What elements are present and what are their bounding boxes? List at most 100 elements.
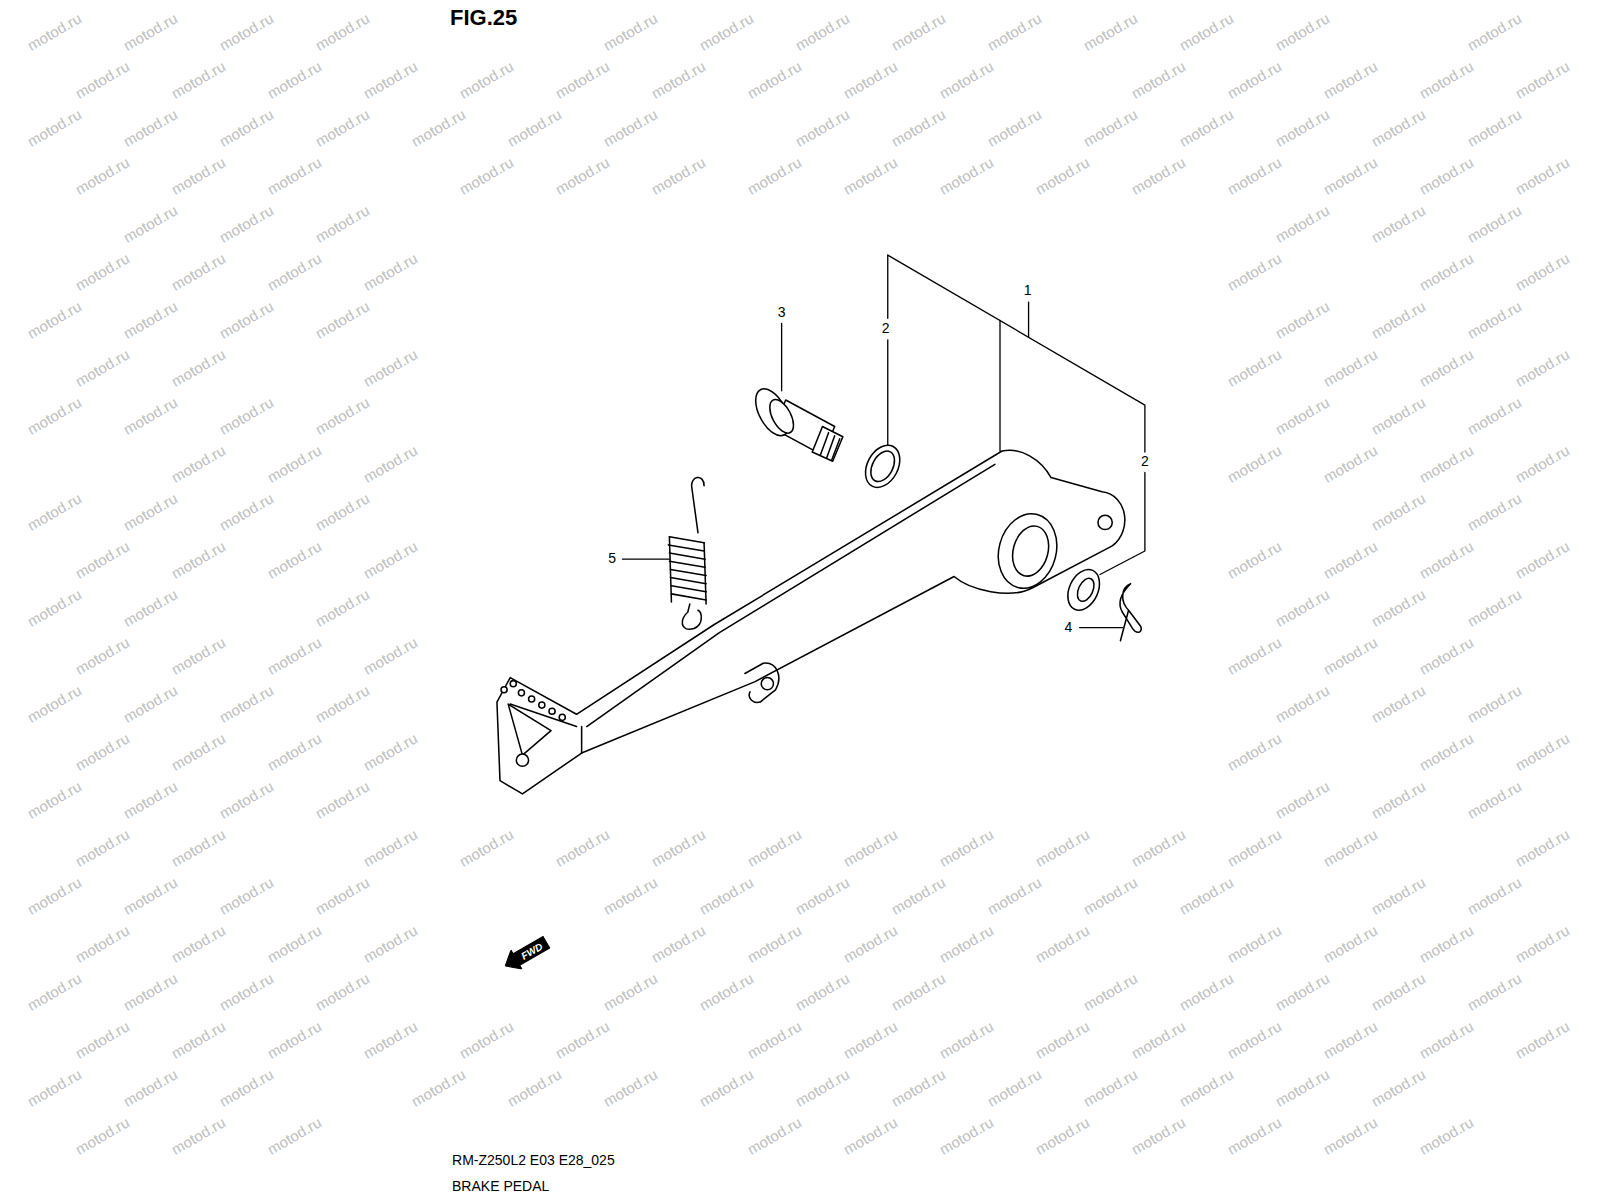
watermark: motod.ru xyxy=(1513,58,1573,102)
watermark: motod.ru xyxy=(169,634,229,678)
watermark: motod.ru xyxy=(889,874,949,918)
watermark: motod.ru xyxy=(1465,586,1525,630)
watermark: motod.ru xyxy=(169,250,229,294)
watermark: motod.ru xyxy=(217,874,277,918)
watermark: motod.ru xyxy=(409,1066,469,1110)
watermark: motod.ru xyxy=(1369,1066,1429,1110)
watermark: motod.ru xyxy=(1369,490,1429,534)
watermark: motod.ru xyxy=(1081,10,1141,54)
watermark: motod.ru xyxy=(793,874,853,918)
watermark: motod.ru xyxy=(697,874,757,918)
watermark: motod.ru xyxy=(25,490,85,534)
watermark: motod.ru xyxy=(217,778,277,822)
watermark: motod.ru xyxy=(1369,970,1429,1014)
callout-number: 2 xyxy=(882,321,890,336)
watermark: motod.ru xyxy=(601,1066,661,1110)
watermark: motod.ru xyxy=(937,1114,997,1158)
watermark: motod.ru xyxy=(313,106,373,150)
watermark: motod.ru xyxy=(841,826,901,870)
callout-number: 1 xyxy=(1024,283,1032,298)
watermark: motod.ru xyxy=(1513,730,1573,774)
watermark: motod.ru xyxy=(601,970,661,1014)
watermark: motod.ru xyxy=(505,1066,565,1110)
watermark: motod.ru xyxy=(697,10,757,54)
watermark: motod.ru xyxy=(1321,1114,1381,1158)
watermark: motod.ru xyxy=(121,490,181,534)
watermark: motod.ru xyxy=(361,538,421,582)
watermark: motod.ru xyxy=(745,1114,805,1158)
watermark: motod.ru xyxy=(1225,922,1285,966)
watermark: motod.ru xyxy=(313,490,373,534)
watermark: motod.ru xyxy=(1129,58,1189,102)
watermark: motod.ru xyxy=(169,730,229,774)
watermark: motod.ru xyxy=(265,922,325,966)
watermark: motod.ru xyxy=(601,874,661,918)
watermark: motod.ru xyxy=(1513,538,1573,582)
watermark: motod.ru xyxy=(745,922,805,966)
watermark: motod.ru xyxy=(25,106,85,150)
watermark: motod.ru xyxy=(1465,778,1525,822)
leader-line xyxy=(887,340,888,446)
watermark: motod.ru xyxy=(1417,1114,1477,1158)
watermark: motod.ru xyxy=(649,154,709,198)
watermark: motod.ru xyxy=(1417,730,1477,774)
watermark: motod.ru xyxy=(1225,58,1285,102)
watermark: motod.ru xyxy=(793,970,853,1014)
watermark: motod.ru xyxy=(745,154,805,198)
watermark: motod.ru xyxy=(361,250,421,294)
watermark: motod.ru xyxy=(217,394,277,438)
watermark: motod.ru xyxy=(121,586,181,630)
watermark: motod.ru xyxy=(937,826,997,870)
figure-title: FIG.25 xyxy=(450,6,517,30)
watermark: motod.ru xyxy=(25,10,85,54)
callout-number: 2 xyxy=(1141,454,1149,469)
callout-number: 4 xyxy=(1064,620,1072,635)
watermark: motod.ru xyxy=(73,154,133,198)
watermark: motod.ru xyxy=(217,106,277,150)
watermark: motod.ru xyxy=(313,10,373,54)
watermark: motod.ru xyxy=(937,922,997,966)
watermark: motod.ru xyxy=(649,826,709,870)
watermark: motod.ru xyxy=(1321,634,1381,678)
watermark: motod.ru xyxy=(73,58,133,102)
watermark: motod.ru xyxy=(313,778,373,822)
watermark: motod.ru xyxy=(985,10,1045,54)
watermark: motod.ru xyxy=(1225,1018,1285,1062)
watermark: motod.ru xyxy=(601,106,661,150)
callout-number: 3 xyxy=(778,305,786,320)
watermark: motod.ru xyxy=(1417,538,1477,582)
watermark: motod.ru xyxy=(361,442,421,486)
watermark: motod.ru xyxy=(1321,154,1381,198)
watermark: motod.ru xyxy=(1225,346,1285,390)
watermark: motod.ru xyxy=(1513,250,1573,294)
watermark: motod.ru xyxy=(217,298,277,342)
watermark: motod.ru xyxy=(457,1018,517,1062)
watermark: motod.ru xyxy=(457,58,517,102)
watermark: motod.ru xyxy=(985,1066,1045,1110)
watermark: motod.ru xyxy=(361,346,421,390)
watermark: motod.ru xyxy=(73,346,133,390)
watermark: motod.ru xyxy=(1081,106,1141,150)
watermark: motod.ru xyxy=(889,106,949,150)
watermark: motod.ru xyxy=(1417,346,1477,390)
leader-line xyxy=(887,255,888,318)
watermark: motod.ru xyxy=(1513,442,1573,486)
watermark: motod.ru xyxy=(1225,730,1285,774)
watermark: motod.ru xyxy=(1081,1066,1141,1110)
figure-caption: BRAKE PEDAL xyxy=(452,1179,549,1194)
watermark: motod.ru xyxy=(169,442,229,486)
watermark: motod.ru xyxy=(73,1114,133,1158)
watermark: motod.ru xyxy=(1369,682,1429,726)
watermark: motod.ru xyxy=(505,106,565,150)
watermark: motod.ru xyxy=(1465,298,1525,342)
watermark: motod.ru xyxy=(1273,1066,1333,1110)
watermark: motod.ru xyxy=(1465,490,1525,534)
watermark: motod.ru xyxy=(1321,58,1381,102)
watermark: motod.ru xyxy=(1465,970,1525,1014)
watermark: motod.ru xyxy=(601,10,661,54)
watermark: motod.ru xyxy=(217,1066,277,1110)
watermark: motod.ru xyxy=(73,826,133,870)
watermark: motod.ru xyxy=(121,874,181,918)
watermark: motod.ru xyxy=(313,202,373,246)
watermark: motod.ru xyxy=(169,346,229,390)
